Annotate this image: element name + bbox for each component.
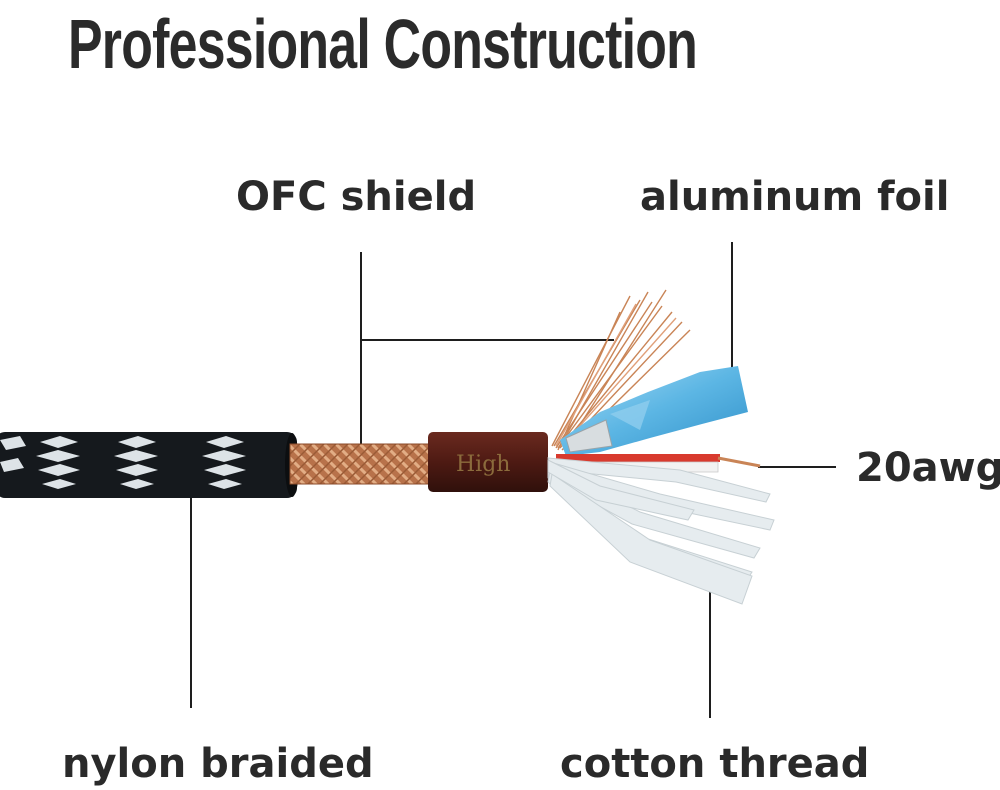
label-aluminum-foil: aluminum foil (640, 174, 950, 220)
ofc-braid (289, 443, 437, 485)
label-cotton-thread: cotton thread (560, 741, 870, 787)
leader-lines (190, 242, 836, 718)
label-ofc-shield: OFC shield (236, 174, 477, 220)
cotton-thread (547, 457, 775, 605)
copper-strands (551, 289, 691, 453)
label-nylon-braided: nylon braided (62, 741, 374, 787)
label-20awg: 20awg (856, 445, 1000, 491)
nylon-jacket (0, 432, 299, 498)
page-title: Professional Construction (68, 5, 698, 83)
sleeve-text: High (456, 452, 510, 477)
aluminum-foil (560, 366, 748, 456)
sleeve: High (428, 432, 548, 492)
